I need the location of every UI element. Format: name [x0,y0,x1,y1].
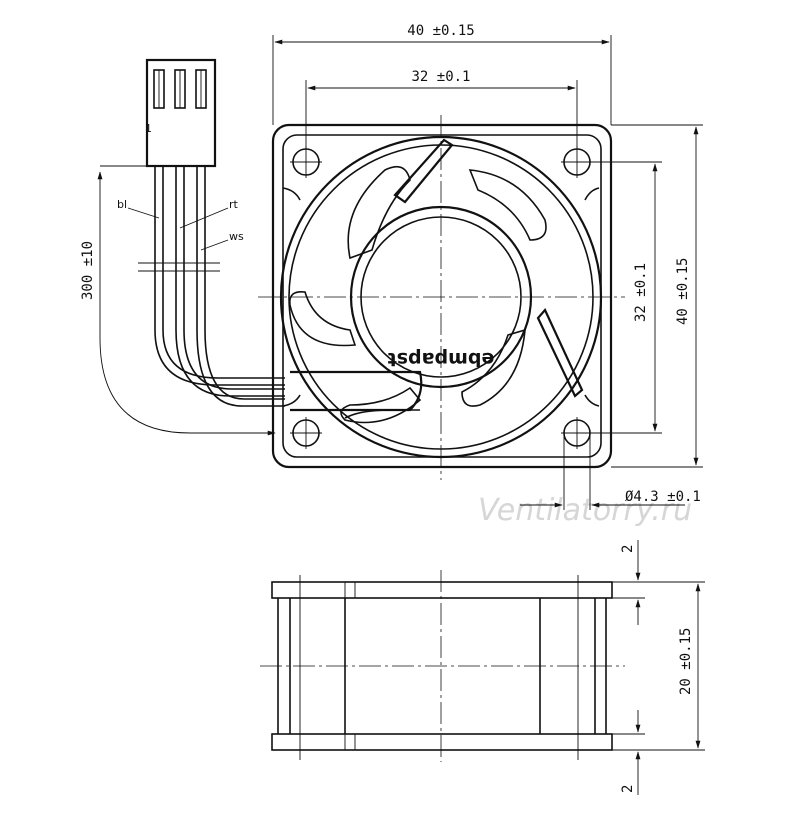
top-flange [271,581,613,599]
fan-housing-outline [271,123,613,469]
flange-bottom-dim: 2 [620,785,636,793]
cable-length-dim: 300 ±10 [80,241,96,300]
width-outer-dim: 40 ±0.15 [407,23,474,39]
fan-front-view: ebmpapst [258,115,625,480]
strut-top [393,138,454,204]
hole-diameter-dim: Ø4.3 ±0.1 [625,489,701,505]
watermark: Ventilatorry.ru [478,493,692,528]
flange-top-dim: 2 [620,545,636,553]
wire-label-blue: bl [117,198,127,211]
cable-assembly: 1 bl rt ws 300 ±10 [80,58,285,436]
connector-housing [145,58,217,168]
fan-blades [288,165,547,424]
depth-dim: 20 ±0.15 [678,628,694,695]
wire-label-white: ws [229,230,244,243]
pin-1-label: 1 [145,122,152,135]
wire-label-red: rt [229,198,239,211]
strut-right [536,308,584,398]
width-holes-dim: 32 ±0.1 [411,69,470,85]
front-dimensions: 40 ±0.15 32 ±0.1 32 ±0.1 40 ±0.15 Ø4.3 ±… [272,23,703,510]
brand-logo: ebmpapst [388,348,495,370]
height-holes-dim: 32 ±0.1 [633,263,649,322]
fan-side-view: 20 ±0.15 2 2 [260,540,705,795]
wires [154,166,285,407]
height-outer-dim: 40 ±0.15 [675,258,691,325]
bottom-flange [271,733,613,751]
